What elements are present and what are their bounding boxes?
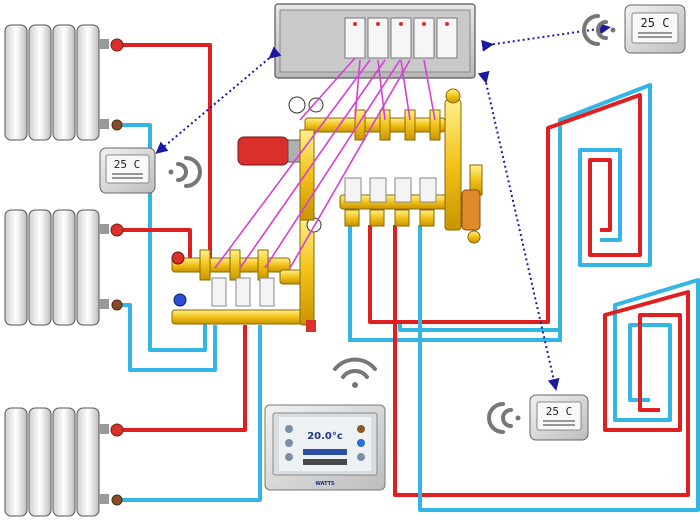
panel-brand: WATTS (315, 481, 335, 487)
thermostat-left: 25 C (99, 147, 156, 194)
wifi-icon (582, 14, 616, 46)
actuator-wires (214, 57, 436, 269)
control-box (274, 3, 476, 79)
manifold-drop-pipes (348, 225, 562, 510)
panel-temperature: 20.0°c (307, 431, 343, 442)
thermostat-top-right: 25 C (624, 4, 686, 54)
touch-control-panel: 20.0°c WATTS (264, 404, 386, 491)
wifi-icon (168, 156, 202, 188)
radiator-2 (4, 209, 124, 326)
radiator-1 (4, 24, 124, 141)
thermostat-bottom-right: 25 C (529, 394, 589, 441)
thermostat-left-reading: 25 C (114, 158, 141, 171)
thermostat-top-right-reading: 25 C (641, 16, 670, 30)
underfloor-manifold (288, 88, 483, 244)
wifi-icon (333, 357, 377, 388)
radiator-manifold (171, 214, 322, 332)
radiator-pipes (120, 43, 262, 502)
circulation-pump (237, 136, 301, 166)
radiator-3 (4, 407, 124, 517)
thermostat-bottom-right-reading: 25 C (546, 405, 573, 418)
wifi-icon (487, 402, 521, 434)
floor-loop-lower (393, 230, 700, 512)
